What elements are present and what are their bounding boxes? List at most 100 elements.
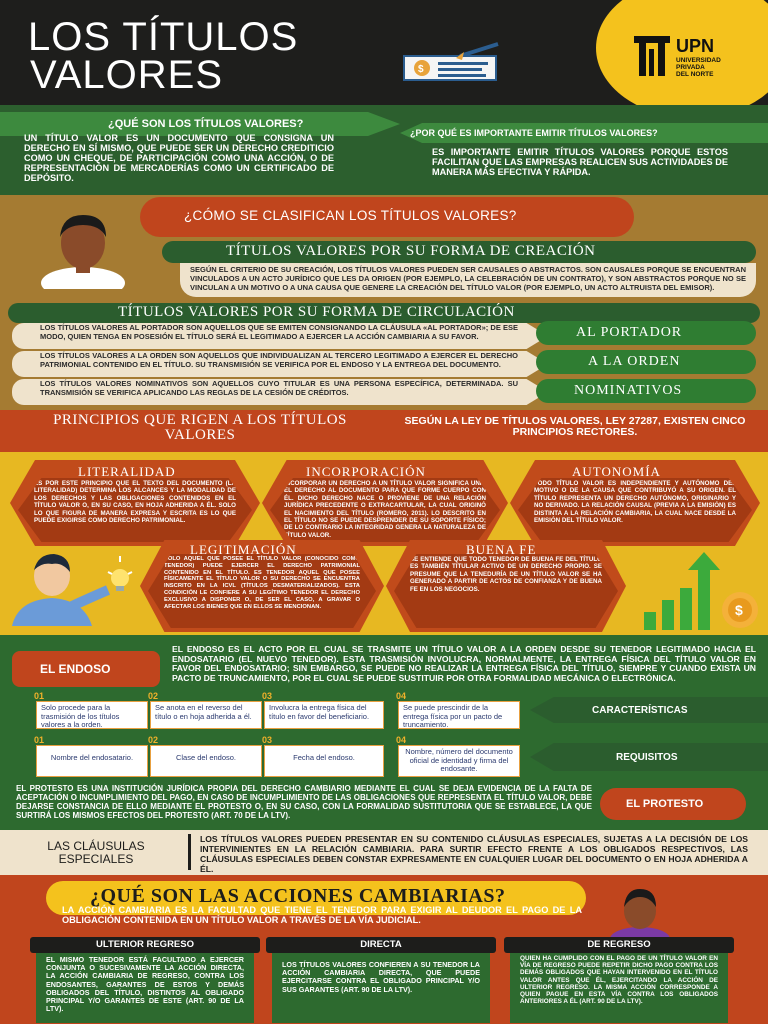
creacion-text-box: SEGÚN EL CRITERIO DE SU CREACIÓN, LOS TÍ… — [180, 263, 756, 297]
intro-a1: UN TÍTULO VALOR ES UN DOCUMENTO QUE CONS… — [24, 133, 334, 183]
circulacion-label: A LA ORDEN — [588, 354, 681, 369]
upn-logo-text: UPN — [676, 36, 715, 56]
intro-q1-banner: ¿QUÉ SON LOS TÍTULOS VALORES? — [0, 112, 400, 136]
card-number: 04 — [396, 691, 407, 701]
upn-logo-badge — [596, 0, 768, 118]
growth-chart-icon: $ — [640, 552, 764, 630]
principio-incorporacion-text: INCORPORAR UN DERECHO A UN TÍTULO VALOR … — [284, 480, 486, 539]
clasificacion-section: ¿CÓMO SE CLASIFICAN LOS TÍTULOS VALORES?… — [0, 195, 768, 410]
principio-text: SE ENTIENDE QUE TODO TENEDOR DE BUENA FE… — [394, 554, 618, 628]
svg-text:$: $ — [418, 64, 424, 75]
circulacion-row-text: LOS TÍTULOS VALORES AL PORTADOR SON AQUE… — [40, 323, 518, 341]
card-text: Nombre del endosatario. — [50, 753, 134, 762]
clausulas-section: LAS CLÁUSULAS ESPECIALES LOS TÍTULOS VAL… — [0, 830, 768, 875]
principio-legitimacion-text: SOLO AQUEL QUE POSEE EL TÍTULO VALOR (CO… — [164, 556, 360, 610]
card-number: 04 — [396, 735, 407, 745]
title-line2: VALORES — [30, 53, 223, 97]
card-text: Se anota en el reverso del título o en h… — [155, 703, 252, 721]
clasificacion-question: ¿CÓMO SE CLASIFICAN LOS TÍTULOS VALORES? — [184, 208, 517, 223]
endoso-label: EL ENDOSO — [40, 662, 111, 676]
principio-buena-fe-text: SE ENTIENDE QUE TODO TENEDOR DE BUENA FE… — [410, 556, 602, 593]
card-number: 02 — [148, 735, 159, 745]
circulacion-label-pill: NOMINATIVOS — [536, 379, 756, 403]
caracteristicas-area: 01 Solo procede para la trasmisión de lo… — [20, 691, 528, 731]
clausulas-text: LOS TÍTULOS VALORES PUEDEN PRESENTAR EN … — [200, 834, 748, 874]
logo-sub-1: UNIVERSIDAD — [676, 57, 721, 64]
card-text: Solo procede para la trasmisión de los t… — [41, 703, 120, 729]
card-number: 01 — [34, 691, 45, 701]
requisitos-label: REQUISITOS — [616, 752, 678, 763]
accion-col-header: DE REGRESO — [504, 937, 734, 953]
requisito-card: Fecha del endoso. — [264, 745, 384, 777]
creacion-text: SEGÚN EL CRITERIO DE SU CREACIÓN, LOS TÍ… — [190, 265, 746, 292]
protesto-label: EL PROTESTO — [626, 798, 704, 810]
accion-col-text: LOS TÍTULOS VALORES CONFIEREN A SU TENED… — [282, 960, 480, 994]
principio-title: LEGITIMACIÓN — [190, 542, 297, 557]
endoso-section: EL ENDOSO EL ENDOSO ES EL ACTO POR EL CU… — [0, 635, 768, 780]
principio-text: ES POR ESTE PRINCIPIO QUE EL TEXTO DEL D… — [18, 478, 252, 542]
principios-section: LITERALIDAD ES POR ESTE PRINCIPIO QUE EL… — [0, 452, 768, 635]
card-text: Se puede prescindir de la entrega física… — [403, 703, 503, 729]
accion-col-text: QUIEN HA CUMPLIDO CON EL PAGO DE UN TÍTU… — [520, 955, 718, 1006]
principio-text: SOLO AQUEL QUE POSEE EL TÍTULO VALOR (CO… — [148, 554, 376, 628]
clausulas-divider — [188, 834, 191, 870]
acciones-title: ¿QUÉ SON LAS ACCIONES CAMBIARIAS? — [90, 885, 506, 907]
card-number: 02 — [148, 691, 159, 701]
creacion-title-bar: TÍTULOS VALORES POR SU FORMA DE CREACIÓN — [162, 241, 756, 263]
card-text: Clase del endoso. — [175, 753, 237, 762]
card-number: 03 — [262, 691, 273, 701]
accion-col-text: EL MISMO TENEDOR ESTÁ FACULTADO A EJERCE… — [46, 955, 244, 1014]
protesto-text: EL PROTESTO ES UNA INSTITUCIÓN JURÍDICA … — [16, 784, 592, 820]
circulacion-label: NOMINATIVOS — [574, 383, 683, 398]
circulacion-row-text: LOS TÍTULOS VALORES A LA ORDEN SON AQUEL… — [40, 351, 518, 369]
caracteristicas-label-box: CARACTERÍSTICAS — [530, 697, 768, 723]
acciones-title-bubble — [46, 881, 586, 915]
accion-col-name: DIRECTA — [360, 939, 402, 950]
card-number: 03 — [262, 735, 273, 745]
circulacion-row-1: LOS TÍTULOS VALORES AL PORTADOR SON AQUE… — [12, 323, 548, 349]
protesto-section: EL PROTESTO ES UNA INSTITUCIÓN JURÍDICA … — [0, 780, 768, 830]
card-text: Involucra la entrega física del título e… — [269, 703, 370, 721]
circulacion-title: TÍTULOS VALORES POR SU FORMA DE CIRCULAC… — [118, 304, 515, 320]
title-line1: LOS TÍTULOS — [28, 15, 299, 59]
circulacion-row-text: LOS TÍTULOS VALORES NOMINATIVOS SON AQUE… — [40, 379, 518, 397]
circulacion-title-bar: TÍTULOS VALORES POR SU FORMA DE CIRCULAC… — [8, 303, 760, 323]
principio-title: BUENA FE — [466, 542, 537, 557]
cheque-icon: $ — [402, 42, 502, 82]
circulacion-label-pill: AL PORTADOR — [536, 321, 756, 345]
requisito-card: Clase del endoso. — [150, 745, 262, 777]
principio-title: LITERALIDAD — [78, 464, 176, 479]
card-text: Nombre, número del documento oficial de … — [405, 747, 513, 773]
circulacion-label-pill: A LA ORDEN — [536, 350, 756, 374]
requisito-card: Nombre del endosatario. — [36, 745, 148, 777]
accion-col-name: DE REGRESO — [587, 939, 651, 950]
accion-col-body: LOS TÍTULOS VALORES CONFIEREN A SU TENED… — [272, 953, 490, 1023]
student-avatar-2 — [600, 885, 680, 951]
intro-q2-banner: ¿POR QUÉ ES IMPORTANTE EMITIR TÍTULOS VA… — [400, 123, 768, 143]
requisitos-label-box: REQUISITOS — [530, 743, 768, 771]
caracteristica-card: Involucra la entrega física del título e… — [264, 701, 384, 729]
accion-col-name: ULTERIOR REGRESO — [96, 939, 194, 950]
accion-col-header: ULTERIOR REGRESO — [30, 937, 260, 953]
principio-title: AUTONOMÍA — [572, 464, 661, 479]
circulacion-label: AL PORTADOR — [576, 325, 683, 340]
intro-a2: ES IMPORTANTE EMITIR TÍTULOS VALORES POR… — [432, 147, 728, 177]
intro-section: ¿QUÉ SON LOS TÍTULOS VALORES? UN TÍTULO … — [0, 105, 768, 195]
clasificacion-question-bubble: ¿CÓMO SE CLASIFICAN LOS TÍTULOS VALORES? — [140, 197, 634, 237]
intro-q2: ¿POR QUÉ ES IMPORTANTE EMITIR TÍTULOS VA… — [410, 128, 658, 138]
circulacion-row-2: LOS TÍTULOS VALORES A LA ORDEN SON AQUEL… — [12, 351, 548, 377]
endoso-text: EL ENDOSO ES EL ACTO POR EL CUAL SE TRAS… — [172, 644, 756, 683]
intro-q1: ¿QUÉ SON LOS TÍTULOS VALORES? — [108, 118, 304, 130]
clausulas-label-line2: ESPECIALES — [58, 852, 134, 866]
principio-title: INCORPORACIÓN — [306, 464, 426, 479]
principio-text: INCORPORAR UN DERECHO A UN TÍTULO VALOR … — [270, 478, 500, 542]
logo-sub-2: PRIVADA — [676, 64, 705, 71]
requisito-card: Nombre, número del documento oficial de … — [398, 745, 520, 777]
principio-autonomia-text: TODO TÍTULO VALOR ES INDEPENDIENTE Y AUT… — [534, 480, 736, 525]
card-text: Fecha del endoso. — [293, 753, 355, 762]
principios-intro: SEGÚN LA LEY DE TÍTULOS VALORES, LEY 272… — [404, 415, 746, 438]
card-number: 01 — [34, 735, 45, 745]
protesto-label-box: EL PROTESTO — [600, 788, 746, 820]
caracteristica-card: Se puede prescindir de la entrega física… — [398, 701, 520, 729]
creacion-title: TÍTULOS VALORES POR SU FORMA DE CREACIÓN — [226, 243, 596, 259]
